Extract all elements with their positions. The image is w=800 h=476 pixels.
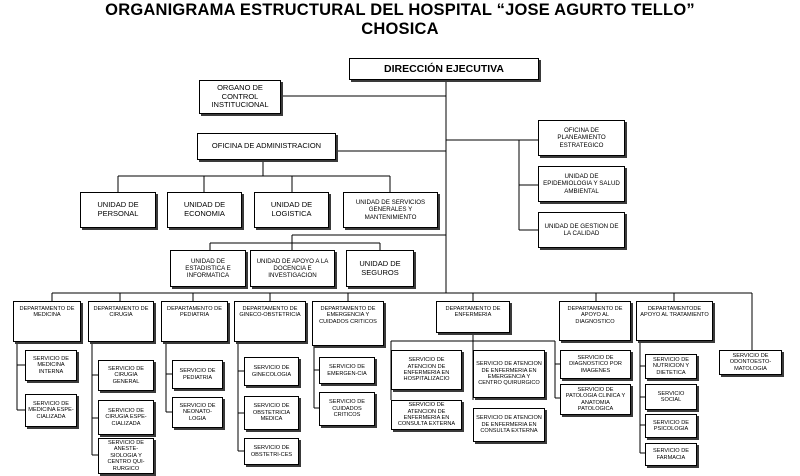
servicio-anestesiologia-box: SERVICIO DE ANESTE-SIOLOGIA Y CENTRO QUI… [98, 438, 154, 474]
servicio-social-label: SERVICIO SOCIAL [657, 390, 685, 403]
servicio-medicina-especializada-box: SERVICIO DE MEDICINA ESPE-CIALIZADA [25, 394, 77, 427]
departamento-pediatria-box: DEPARTAMENTO DE PEDIATRIA [161, 301, 228, 342]
oficina-planeamiento-box: OFICINA DE PLANEAMIENTO ESTRATEGICO [538, 120, 625, 156]
servicio-neonatologia-box: SERVICIO DE NEONATO-LOGIA [172, 397, 223, 428]
departamento-enfermeria-label: DEPARTAMENTO DE ENFERMERIA [445, 306, 501, 319]
unidad-calidad-box: UNIDAD DE GESTION DE LA CALIDAD [538, 212, 625, 248]
servicio-obstetrices-label: SERVICIO DE OBSTETRI-CES [250, 445, 293, 458]
servicio-enfermeria-emergencia-label: SERVICIO DE ATENCION DE ENFERMERIA EN EM… [476, 361, 542, 387]
organo-control-label: ORGANO DE CONTROL INSTITUCIONAL [211, 83, 269, 110]
unidad-servicios-generales-label: UNIDAD DE SERVICIOS GENERALES Y MANTENIM… [355, 199, 426, 221]
oficina-administracion-box: OFICINA DE ADMINISTRACION [197, 133, 336, 160]
oficina-planeamiento-label: OFICINA DE PLANEAMIENTO ESTRATEGICO [557, 127, 606, 149]
direccion-ejecutiva-box: DIRECCIÓN EJECUTIVA [349, 58, 539, 80]
servicio-cirugia-especializada-label: SERVICIO DE CIRUGIA ESPE-CIALIZADA [105, 407, 147, 427]
servicio-enfermeria-consulta-externa-1-label: SERVICIO DE ATENCION DE ENFERMERIA EN CO… [397, 402, 456, 428]
unidad-seguros-label: UNIDAD DE SEGUROS [359, 258, 401, 277]
servicio-enfermeria-hospitalizacion-box: SERVICIO DE ATENCION DE ENFERMERIA EN HO… [391, 350, 462, 390]
servicio-psicologia-box: SERVICIO DE PSICOLOGIA [645, 414, 697, 438]
servicio-patologia-clinica-label: SERVICIO DE PATOLOGIA CLINICA Y ANATOMIA… [565, 386, 626, 412]
unidad-estadistica-box: UNIDAD DE ESTADISTICA E INFORMATICA [170, 250, 246, 287]
servicio-cirugia-general-box: SERVICIO DE CIRUGIA GENERAL [98, 360, 154, 391]
servicio-nutricion-label: SERVICIO DE NUTRICION Y DIETETICA [652, 356, 690, 376]
direccion-ejecutiva-label: DIRECCIÓN EJECUTIVA [384, 62, 504, 75]
unidad-estadistica-label: UNIDAD DE ESTADISTICA E INFORMATICA [185, 257, 231, 280]
unidad-logistica-label: UNIDAD DE LOGISTICA [270, 200, 313, 218]
servicio-cuidados-criticos-box: SERVICIO DE CUIDADOS CRITICOS [319, 392, 375, 426]
servicio-obstetrices-box: SERVICIO DE OBSTETRI-CES [244, 438, 299, 465]
unidad-epidemiologia-box: UNIDAD DE EPIDEMIOLOGIA Y SALUD AMBIENTA… [538, 166, 625, 202]
departamento-tratamiento-label: DEPARTAMENTODE APOYO AL TRATAMIENTO [640, 306, 709, 319]
departamento-medicina-box: DEPARTAMENTO DE MEDICINA [13, 301, 81, 342]
departamento-emergencia-label: DEPARTAMENTO DE EMERGENCIA Y CUIDADOS CR… [319, 306, 377, 325]
unidad-economia-box: UNIDAD DE ECONOMIA [167, 192, 242, 228]
unidad-epidemiologia-label: UNIDAD DE EPIDEMIOLOGIA Y SALUD AMBIENTA… [543, 173, 620, 195]
servicio-medicina-interna-box: SERVICIO DE MEDICINA INTERNA [25, 350, 77, 381]
departamento-medicina-label: DEPARTAMENTO DE MEDICINA [19, 306, 75, 319]
unidad-logistica-box: UNIDAD DE LOGISTICA [254, 192, 329, 228]
unidad-calidad-label: UNIDAD DE GESTION DE LA CALIDAD [544, 222, 619, 237]
departamento-tratamiento-box: DEPARTAMENTODE APOYO AL TRATAMIENTO [636, 301, 713, 341]
servicio-nutricion-box: SERVICIO DE NUTRICION Y DIETETICA [645, 354, 697, 379]
chart-title-line2: CHOSICA [361, 20, 439, 38]
unidad-economia-label: UNIDAD DE ECONOMIA [183, 200, 226, 218]
servicio-patologia-clinica-box: SERVICIO DE PATOLOGIA CLINICA Y ANATOMIA… [560, 384, 631, 415]
departamento-gineco-label: DEPARTAMENTO DE GINECO-OBSTETRICIA [239, 306, 301, 319]
servicio-ginecologia-box: SERVICIO DE GINECOLOGIA [244, 357, 299, 386]
servicio-enfermeria-consulta-externa-2-box: SERVICIO DE ATENCION DE ENFERMERIA EN CO… [473, 408, 545, 442]
servicio-emergencia-box: SERVICIO DE EMERGEN-CIA [319, 357, 375, 384]
unidad-docencia-label: UNIDAD DE APOYO A LA DOCENCIA E INVESTIG… [256, 257, 329, 280]
servicio-pediatria-label: SERVICIO DE PEDIATRIA [179, 368, 216, 381]
servicio-medicina-especializada-label: SERVICIO DE MEDICINA ESPE-CIALIZADA [28, 400, 74, 420]
departamento-gineco-box: DEPARTAMENTO DE GINECO-OBSTETRICIA [234, 301, 306, 342]
unidad-personal-label: UNIDAD DE PERSONAL [97, 200, 139, 218]
unidad-servicios-generales-box: UNIDAD DE SERVICIOS GENERALES Y MANTENIM… [343, 192, 438, 228]
servicio-diagnostico-imagenes-label: SERVICIO DE DIAGNOSTICO POR IMAGENES [569, 354, 622, 374]
servicio-anestesiologia-label: SERVICIO DE ANESTE-SIOLOGIA Y CENTRO QUI… [107, 439, 145, 472]
servicio-cirugia-general-label: SERVICIO DE CIRUGIA GENERAL [108, 365, 144, 385]
servicio-enfermeria-emergencia-box: SERVICIO DE ATENCION DE ENFERMERIA EN EM… [473, 350, 545, 398]
servicio-farmacia-label: SERVICIO DE FARMACIA [653, 448, 689, 461]
servicio-odontoestomatologia-box: SERVICIO DE ODONTOESTO-MATOLOGIA [719, 350, 782, 375]
servicio-ginecologia-label: SERVICIO DE GINECOLOGIA [251, 365, 292, 378]
unidad-seguros-box: UNIDAD DE SEGUROS [346, 250, 414, 287]
servicio-enfermeria-consulta-externa-1-box: SERVICIO DE ATENCION DE ENFERMERIA EN CO… [391, 400, 462, 430]
departamento-enfermeria-box: DEPARTAMENTO DE ENFERMERIA [436, 301, 510, 333]
organo-control-box: ORGANO DE CONTROL INSTITUCIONAL [199, 80, 281, 114]
servicio-emergencia-label: SERVICIO DE EMERGEN-CIA [327, 364, 367, 377]
servicio-neonatologia-label: SERVICIO DE NEONATO-LOGIA [179, 402, 216, 422]
servicio-obstetricia-medica-label: SERVICIO DE OBSTETRICIA MEDICA [252, 403, 291, 423]
departamento-diagnostico-label: DEPARTAMENTO DE APOYO AL DIAGNOSTICO [567, 306, 623, 325]
departamento-cirugia-label: DEPARTAMENTO DE CIRUGIA [93, 306, 149, 319]
servicio-farmacia-box: SERVICIO DE FARMACIA [645, 443, 697, 466]
servicio-pediatria-box: SERVICIO DE PEDIATRIA [172, 360, 223, 389]
departamento-diagnostico-box: DEPARTAMENTO DE APOYO AL DIAGNOSTICO [559, 301, 631, 341]
oficina-administracion-label: OFICINA DE ADMINISTRACION [211, 141, 322, 151]
servicio-enfermeria-consulta-externa-2-label: SERVICIO DE ATENCION DE ENFERMERIA EN CO… [476, 415, 542, 435]
unidad-personal-box: UNIDAD DE PERSONAL [80, 192, 156, 228]
servicio-cuidados-criticos-label: SERVICIO DE CUIDADOS CRITICOS [329, 399, 365, 419]
servicio-diagnostico-imagenes-box: SERVICIO DE DIAGNOSTICO POR IMAGENES [560, 350, 631, 379]
servicio-cirugia-especializada-box: SERVICIO DE CIRUGIA ESPE-CIALIZADA [98, 400, 154, 435]
chart-title-line1: ORGANIGRAMA ESTRUCTURAL DEL HOSPITAL “JO… [105, 1, 695, 19]
departamento-cirugia-box: DEPARTAMENTO DE CIRUGIA [88, 301, 154, 342]
departamento-emergencia-box: DEPARTAMENTO DE EMERGENCIA Y CUIDADOS CR… [312, 301, 384, 346]
servicio-enfermeria-hospitalizacion-label: SERVICIO DE ATENCION DE ENFERMERIA EN HO… [403, 357, 450, 383]
servicio-social-box: SERVICIO SOCIAL [645, 384, 697, 410]
servicio-odontoestomatologia-label: SERVICIO DE ODONTOESTO-MATOLOGIA [729, 352, 772, 372]
servicio-psicologia-label: SERVICIO DE PSICOLOGIA [653, 419, 689, 432]
servicio-medicina-interna-label: SERVICIO DE MEDICINA INTERNA [33, 355, 69, 375]
departamento-pediatria-label: DEPARTAMENTO DE PEDIATRIA [167, 306, 222, 319]
servicio-obstetricia-medica-box: SERVICIO DE OBSTETRICIA MEDICA [244, 396, 299, 430]
unidad-docencia-box: UNIDAD DE APOYO A LA DOCENCIA E INVESTIG… [250, 250, 335, 287]
